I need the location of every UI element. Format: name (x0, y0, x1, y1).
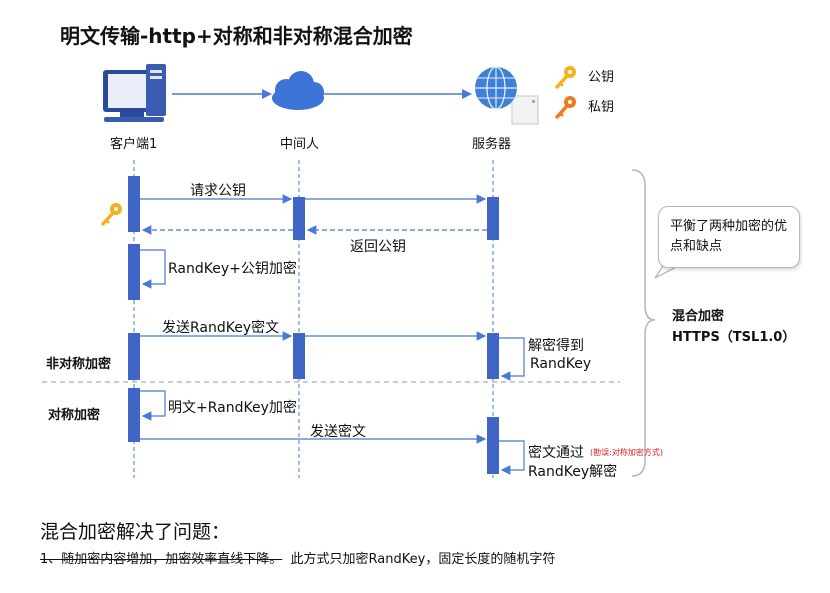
label-encrypt-plain: 明文+RandKey加密 (168, 400, 297, 416)
errata-note: (勘误:对称加密方式) (590, 448, 663, 457)
legend-public-key: 公钥 (588, 70, 615, 85)
private-key-icon (555, 96, 576, 119)
server-activation-3 (487, 417, 499, 474)
client-activation-3 (128, 333, 140, 380)
public-key-icon (555, 66, 576, 89)
self-loop-cipher (499, 440, 525, 475)
summary-rest-text: 此方式只加密RandKey，固定长度的随机字符 (282, 552, 556, 567)
self-loop-encrypt-plain (140, 390, 166, 421)
cloud-icon (272, 71, 324, 110)
legend-private-key: 私钥 (588, 100, 615, 115)
label-decrypt-line1: 解密得到 (528, 338, 584, 354)
server-activation-2 (487, 333, 499, 379)
brace (631, 169, 656, 477)
self-loop-encrypt-randkey (140, 249, 166, 289)
hybrid-subtitle: HTTPS（TSL1.0） (672, 330, 796, 345)
label-encrypt-randkey: RandKey+公钥加密 (168, 261, 297, 277)
globe-server-icon (475, 66, 539, 125)
client-label: 客户端1 (110, 137, 158, 152)
label-request-pubkey: 请求公钥 (190, 183, 246, 199)
label-randkey-decrypt: RandKey解密 (528, 464, 618, 480)
client-activation-1 (128, 176, 140, 232)
mitm-activation-1 (293, 197, 305, 240)
summary-line: 1、随加密内容增加，加密效率直线下降。 此方式只加密RandKey，固定长度的随… (40, 548, 555, 567)
callout-text: 平衡了两种加密的优点和缺点 (670, 219, 788, 254)
nodes-illustration (103, 64, 576, 125)
summary-struck-text: 1、随加密内容增加，加密效率直线下降。 (40, 552, 283, 567)
label-send-randkey: 发送RandKey密文 (162, 320, 280, 336)
label-cipher-pass: 密文通过 (528, 445, 584, 461)
server-activation-1 (487, 197, 499, 240)
server-label: 服务器 (472, 137, 512, 152)
page-title: 明文传输-http+对称和非对称混合加密 (60, 24, 413, 48)
summary-title: 混合加密解决了问题： (40, 521, 231, 543)
client-key-icon (101, 203, 122, 226)
section-symmetric: 对称加密 (48, 408, 101, 423)
callout-box (658, 206, 800, 268)
self-loop-decrypt (499, 337, 525, 381)
mitm-activation-2 (293, 333, 305, 379)
label-return-pubkey: 返回公钥 (350, 239, 406, 255)
label-send-cipher: 发送密文 (310, 424, 366, 440)
label-decrypt-line2: RandKey (530, 356, 592, 372)
computer-icon (103, 64, 166, 122)
client-activation-2 (128, 244, 140, 300)
hybrid-title: 混合加密 (672, 309, 725, 324)
client-activation-4 (128, 388, 140, 442)
mitm-label: 中间人 (280, 137, 320, 152)
section-asymmetric: 非对称加密 (46, 357, 112, 372)
